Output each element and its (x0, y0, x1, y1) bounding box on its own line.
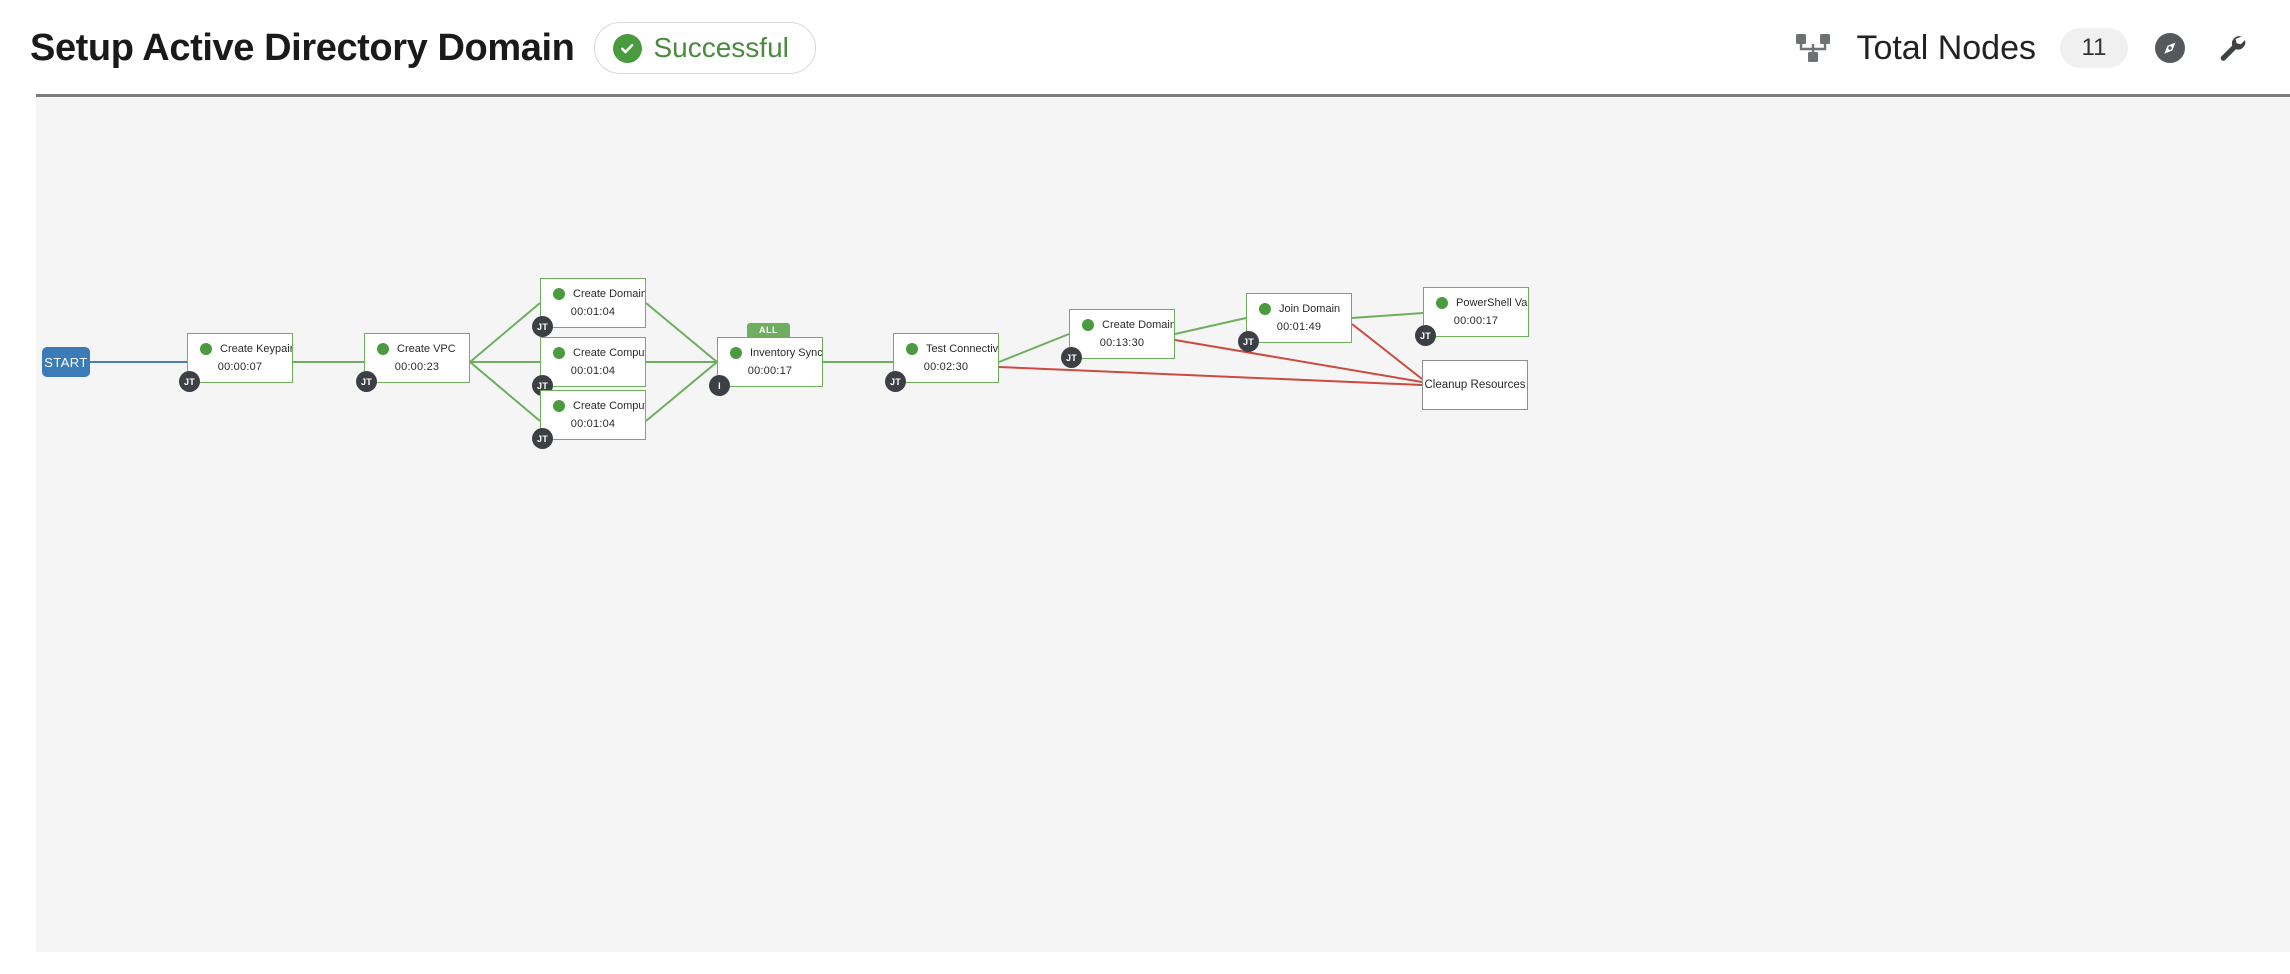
workflow-node-inventory-sync[interactable]: Inventory Sync 00:00:17 (717, 337, 823, 387)
node-duration: 00:00:17 (1453, 315, 1499, 327)
success-check-icon (1424, 289, 1448, 309)
success-check-icon (541, 339, 565, 359)
all-badge: ALL (747, 323, 790, 338)
node-title: Create Domain Contr... (573, 288, 645, 300)
node-avatar[interactable]: JT (1415, 325, 1436, 346)
check-circle-icon (613, 33, 643, 63)
node-header: Test Connectivity (894, 335, 998, 355)
node-title: Inventory Sync (750, 347, 822, 359)
workflow-node-cleanup-resources[interactable]: Cleanup Resources (1422, 360, 1528, 410)
node-avatar[interactable]: JT (356, 371, 377, 392)
success-check-icon (1247, 295, 1271, 315)
wrench-icon[interactable] (2212, 28, 2252, 68)
start-node[interactable]: START (42, 347, 90, 377)
workflow-node-powershell-validation[interactable]: PowerShell Validation 00:00:17 (1423, 287, 1529, 337)
node-header: Create Domain Contr... (541, 280, 645, 300)
node-title: PowerShell Validation (1456, 297, 1528, 309)
workflow-edges (90, 302, 1424, 422)
page-title: Setup Active Directory Domain (30, 26, 575, 69)
node-duration: 00:02:30 (923, 361, 969, 373)
node-header: Join Domain (1247, 295, 1351, 315)
node-header: Cleanup Resources (1423, 379, 1527, 391)
node-tree-icon (1794, 31, 1834, 65)
total-nodes-label: Total Nodes (1856, 28, 2036, 67)
node-header: Create Keypair (188, 335, 292, 355)
node-header: PowerShell Validation (1424, 289, 1528, 309)
workflow-node-create-computer-2[interactable]: Create Computer (2) 00:01:04 (540, 390, 646, 440)
success-check-icon (541, 280, 565, 300)
status-badge: Successful (594, 22, 816, 74)
node-title: Create VPC (397, 343, 456, 355)
success-check-icon (541, 392, 565, 412)
node-title: Create Computer (1) (573, 347, 645, 359)
node-avatar[interactable]: JT (532, 316, 553, 337)
node-avatar[interactable]: JT (1238, 331, 1259, 352)
workflow-canvas[interactable]: START Create Keypair 00:00:07 JT Create … (36, 94, 2290, 952)
node-header: Create VPC (365, 335, 469, 355)
workflow-node-create-computer-1[interactable]: Create Computer (1) 00:01:04 (540, 337, 646, 387)
workflow-node-create-domain[interactable]: Create Domain 00:13:30 (1069, 309, 1175, 359)
node-duration: 00:00:07 (217, 361, 263, 373)
node-title: Join Domain (1279, 303, 1341, 315)
workflow-node-create-keypair[interactable]: Create Keypair 00:00:07 (187, 333, 293, 383)
node-title: Create Computer (2) (573, 400, 645, 412)
node-avatar[interactable]: JT (532, 428, 553, 449)
workflow-node-create-vpc[interactable]: Create VPC 00:00:23 (364, 333, 470, 383)
node-avatar[interactable]: JT (179, 371, 200, 392)
node-title: Create Domain (1102, 319, 1174, 331)
node-duration: 00:00:17 (747, 365, 793, 377)
node-avatar[interactable]: JT (1061, 347, 1082, 368)
compass-icon[interactable] (2150, 28, 2190, 68)
success-check-icon (1070, 311, 1094, 331)
workflow-node-create-domain-controller[interactable]: Create Domain Contr... 00:01:04 (540, 278, 646, 328)
node-duration: 00:00:23 (394, 361, 440, 373)
node-duration: 00:13:30 (1099, 337, 1145, 349)
status-badge-label: Successful (653, 32, 789, 63)
node-title: Create Keypair (220, 343, 292, 355)
node-duration: 00:01:04 (570, 365, 616, 377)
node-title: Test Connectivity (926, 343, 998, 355)
node-header: Inventory Sync (718, 339, 822, 359)
node-avatar[interactable]: JT (885, 371, 906, 392)
node-title: Cleanup Resources (1424, 379, 1526, 391)
node-header: Create Computer (2) (541, 392, 645, 412)
success-check-icon (365, 335, 389, 355)
header-right-group: Total Nodes 11 (1794, 28, 2252, 68)
success-check-icon (188, 335, 212, 355)
node-duration: 00:01:04 (570, 306, 616, 318)
node-header: Create Domain (1070, 311, 1174, 331)
node-header: Create Computer (1) (541, 339, 645, 359)
total-nodes-count: 11 (2060, 28, 2128, 68)
node-duration: 00:01:49 (1276, 321, 1322, 333)
workflow-node-join-domain[interactable]: Join Domain 00:01:49 (1246, 293, 1352, 343)
node-duration: 00:01:04 (570, 418, 616, 430)
app-header: Setup Active Directory Domain Successful… (0, 0, 2290, 96)
node-avatar[interactable]: I (709, 375, 730, 396)
success-check-icon (718, 339, 742, 359)
workflow-node-test-connectivity[interactable]: Test Connectivity 00:02:30 (893, 333, 999, 383)
success-check-icon (894, 335, 918, 355)
header-left-group: Setup Active Directory Domain Successful (30, 22, 816, 74)
